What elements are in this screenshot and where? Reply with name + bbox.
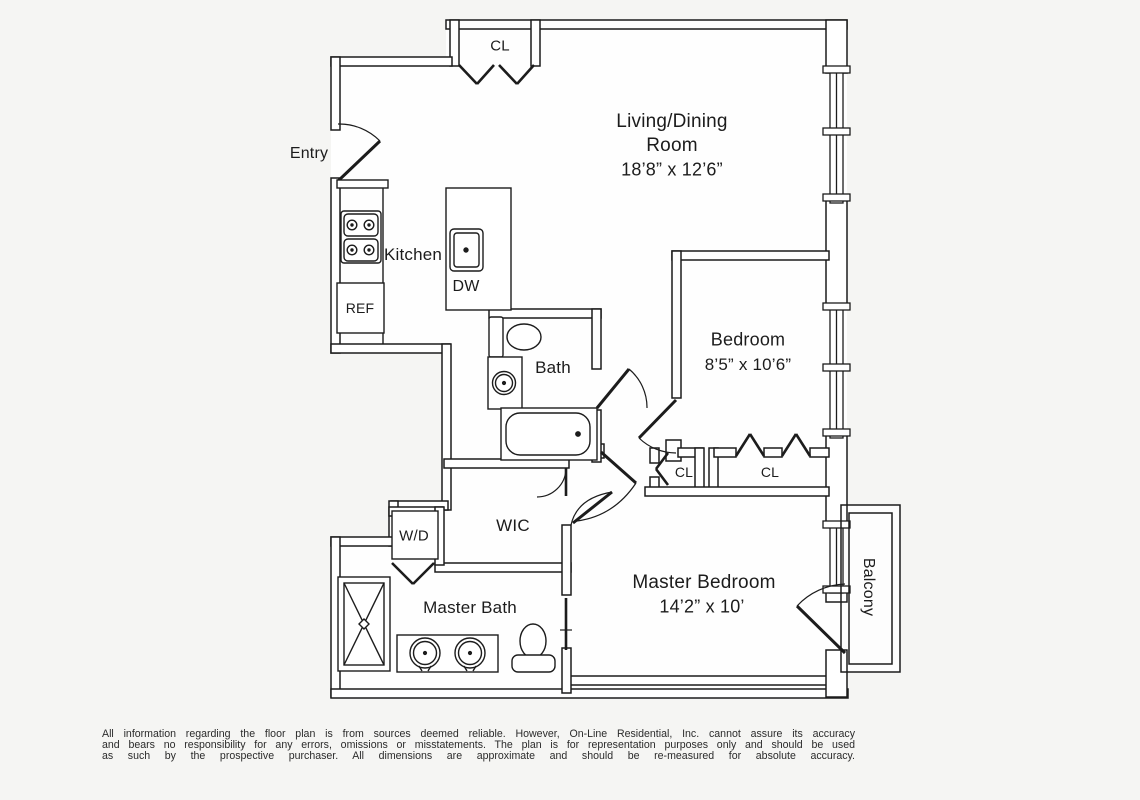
washer-dryer-icon: [391, 510, 439, 560]
top-closet-doors: [458, 64, 535, 85]
vanity-sinks-icon: [396, 634, 499, 673]
top-closet-label: CL: [490, 37, 510, 55]
living-room-dimensions: 18’8” x 12’6”: [621, 159, 723, 180]
washer-dryer-door: [391, 562, 435, 585]
kitchen-label: Kitchen: [383, 245, 443, 264]
disclaimer-text: All information regarding the floor plan…: [102, 728, 855, 763]
wic-door: [536, 468, 568, 498]
wic-label: WIC: [496, 516, 530, 535]
entry-label: Entry: [289, 145, 329, 162]
disclaimer-line-1: All information regarding the floor plan…: [102, 728, 855, 740]
refrigerator-icon: [336, 282, 385, 334]
kitchen-counter: [336, 179, 389, 189]
window-master-bedroom: [822, 520, 851, 594]
doors: [336, 64, 847, 655]
bath-fixtures: [487, 316, 598, 461]
balcony-label: Balcony: [860, 557, 877, 617]
living-room-label-line1: Living/Dining: [616, 111, 728, 132]
bath-door: [595, 368, 648, 409]
bathtub-icon: [500, 407, 598, 461]
refrigerator-label: REF: [345, 300, 375, 316]
master-bedroom-dimensions: 14’2” x 10’: [659, 596, 745, 617]
master-bedroom-label: Master Bedroom: [632, 572, 776, 593]
disclaimer-line-2: and bears no responsibility for any erro…: [102, 739, 855, 752]
toilet-icon: [488, 316, 542, 358]
master-toilet-icon: [511, 623, 556, 673]
window-bedroom: [822, 302, 851, 439]
living-room-label-line2: Room: [646, 135, 698, 156]
washer-dryer-label: W/D: [399, 527, 429, 545]
walls: [330, 19, 849, 699]
kitchen-sink-icon: [449, 228, 484, 272]
bedroom-closet-bifold-doors: [734, 433, 812, 457]
balcony-outline: [840, 504, 901, 673]
hall-closet-bifold-door: [654, 452, 670, 486]
master-bath-door: [560, 598, 572, 650]
hall-closet-label: CL: [674, 464, 694, 480]
balcony-floor: [841, 505, 900, 672]
bath-sink-icon: [487, 356, 523, 410]
dishwasher-label: DW: [452, 278, 480, 295]
hall-door: [576, 450, 637, 522]
master-bedroom-door: [570, 490, 613, 526]
bedroom-door: [637, 398, 678, 454]
kitchen-island: [445, 187, 512, 311]
stove-icon: [340, 210, 382, 264]
bedroom-closet-label: CL: [760, 464, 780, 480]
master-bath-label: Master Bath: [423, 598, 517, 617]
shower-icon: [337, 576, 391, 672]
window-living-room: [822, 65, 851, 204]
bedroom-dimensions: 8’5” x 10’6”: [704, 355, 792, 374]
disclaimer-line-3: as such by the prospective purchaser. Al…: [102, 750, 855, 763]
master-bath-fixtures: [337, 510, 556, 673]
bedroom-label: Bedroom: [710, 329, 786, 350]
kitchen-fixtures: [336, 179, 512, 344]
windows: [822, 65, 851, 594]
entry-door: [336, 123, 382, 183]
bath-label: Bath: [535, 358, 571, 377]
